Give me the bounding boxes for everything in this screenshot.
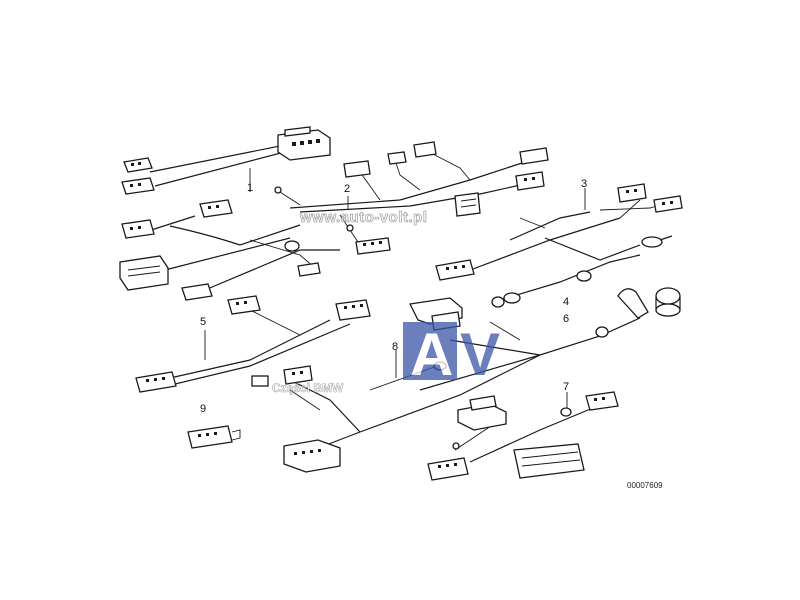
callout-3: 3 <box>581 178 587 190</box>
connector-small-1g <box>297 262 321 277</box>
connector-small-7b <box>585 391 619 411</box>
connector-small-1c <box>199 199 233 218</box>
watermark-letter-a: A <box>410 321 453 388</box>
connector-small-1b <box>121 177 155 195</box>
connector-large-1e <box>119 255 169 291</box>
connector-block-top <box>277 126 331 161</box>
fuse-holder-6b <box>617 287 681 319</box>
connector-long-7c <box>427 457 469 481</box>
connector-long-3c <box>435 259 475 281</box>
harness-7 <box>427 391 619 481</box>
callout-7: 7 <box>563 381 569 393</box>
harness-2 <box>274 141 549 255</box>
connector-small-5a <box>227 295 261 315</box>
watermark-url: www.auto-volt.pl <box>299 209 427 226</box>
connector-small-2c <box>413 141 437 158</box>
watermark: www.auto-volt.pl A V Części BMW <box>272 209 500 396</box>
watermark-subtitle: Części BMW <box>272 381 344 395</box>
connector-small-8c <box>251 375 269 387</box>
harness-5 <box>135 295 371 393</box>
callout-5: 5 <box>200 316 206 328</box>
callout-2: 2 <box>344 183 350 195</box>
connector-block-7a <box>457 395 507 431</box>
connector-large-8d <box>283 439 341 473</box>
harness-1 <box>119 126 340 301</box>
connector-small-2e <box>515 171 545 191</box>
harness-4 <box>491 254 641 308</box>
connector-small-2b <box>387 151 407 165</box>
watermark-logo-box <box>403 322 457 380</box>
harness-3 <box>435 183 683 281</box>
connector-block-7d <box>513 443 585 479</box>
connector-block-6a <box>409 297 463 331</box>
coax-plug-4a <box>491 292 521 308</box>
connector-small-2a <box>343 160 371 178</box>
callout-4: 4 <box>563 296 569 308</box>
connector-small-3a <box>617 183 647 203</box>
callout-6: 6 <box>563 313 569 325</box>
callout-8: 8 <box>392 341 398 353</box>
callout-1: 1 <box>247 182 253 194</box>
connector-small-8b <box>283 365 313 385</box>
connector-block-2f <box>454 192 481 217</box>
connector-small-1d <box>121 219 155 239</box>
part-9 <box>187 425 241 449</box>
connector-small-1a <box>123 157 153 173</box>
coax-plug-3d <box>641 235 673 248</box>
callout-9: 9 <box>200 403 206 415</box>
connector-long-5c <box>135 371 177 393</box>
watermark-letter-v: V <box>460 321 500 388</box>
reference-number: 00007609 <box>627 481 663 490</box>
connector-small-5b <box>335 299 371 321</box>
connector-small-2g <box>355 237 391 255</box>
connector-small-3b <box>653 195 683 213</box>
harness-6 <box>409 287 681 391</box>
connector-small-1f <box>181 283 213 301</box>
connector-small-2d <box>519 147 549 165</box>
